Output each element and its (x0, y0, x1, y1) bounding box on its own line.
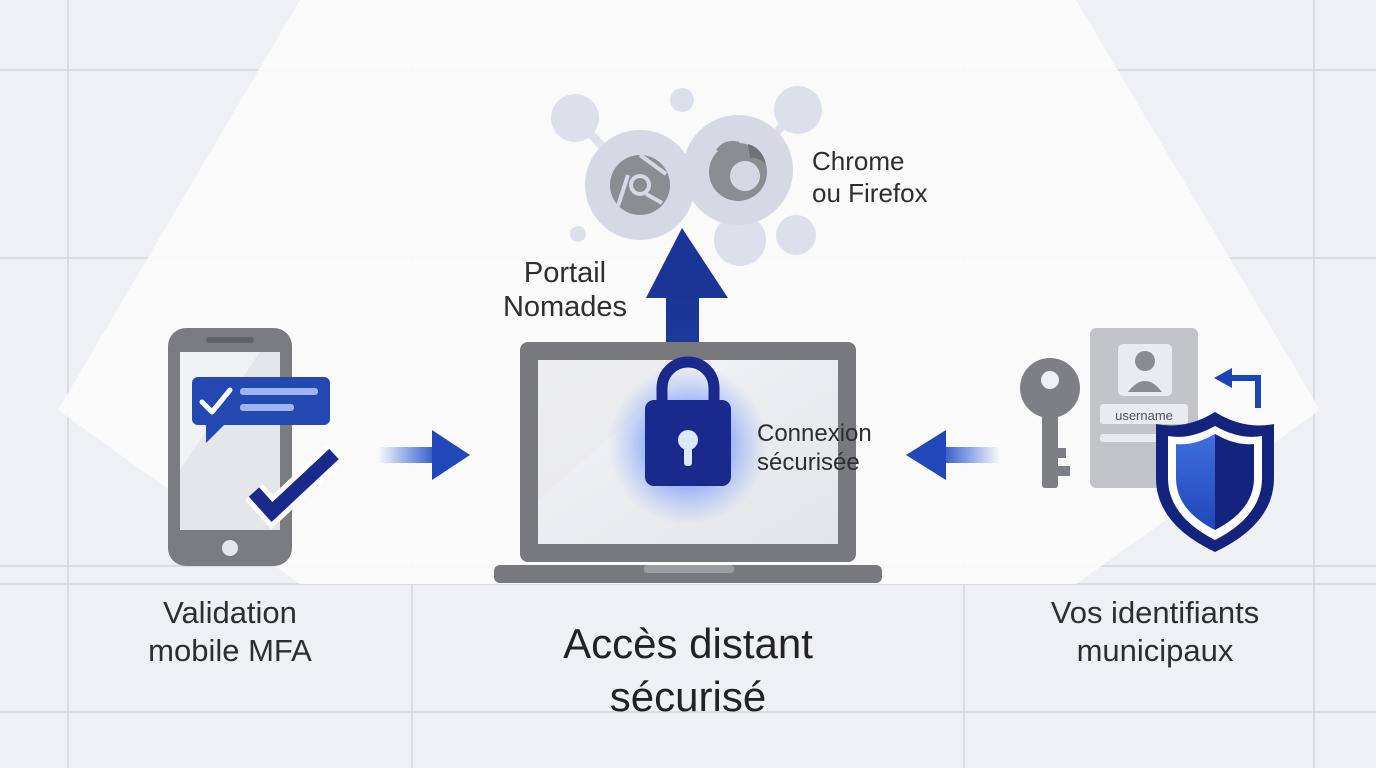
arrow-left-icon (906, 430, 1000, 480)
connection-label-line-2: sécurisée (757, 448, 860, 476)
browser-cluster (551, 86, 822, 266)
portal-label-line-2: Nomades (502, 291, 628, 324)
portal-label: Portail Nomades (470, 256, 660, 324)
username-field-text: username (1115, 408, 1173, 423)
shield-icon (1156, 412, 1274, 552)
page-title: Accès distant sécurisé (508, 618, 868, 723)
mfa-label-line-2: mobile MFA (148, 632, 312, 668)
browsers-label-line-2: ou Firefox (812, 177, 928, 208)
checkmark-icon (245, 445, 343, 530)
connection-label: Connexion sécurisée (757, 420, 872, 478)
mfa-label: Validation mobile MFA (115, 594, 345, 670)
browsers-label-line-1: Chrome (812, 146, 905, 176)
padlock-icon (608, 356, 768, 525)
browsers-label: Chrome ou Firefox (812, 146, 928, 209)
firefox-icon (683, 115, 793, 225)
mfa-label-line-1: Validation (163, 595, 297, 630)
key-icon (1020, 358, 1080, 488)
credentials-label: Vos identifiants municipaux (1010, 594, 1300, 670)
page-title-line-1: Accès distant (563, 620, 813, 667)
user-card-icon (1090, 328, 1198, 488)
smartphone-icon (168, 328, 292, 566)
chrome-icon (585, 130, 695, 240)
credentials-label-line-2: municipaux (1076, 632, 1234, 668)
page-title-line-2: sécurisé (609, 672, 767, 720)
connection-label-line-1: Connexion (757, 420, 872, 447)
arrow-right-icon (378, 430, 470, 480)
chat-bubble-icon (192, 377, 330, 443)
portal-label-line-1: Portail (523, 257, 607, 289)
credentials-label-line-1: Vos identifiants (1050, 595, 1260, 630)
return-arrow-icon (1214, 368, 1261, 408)
